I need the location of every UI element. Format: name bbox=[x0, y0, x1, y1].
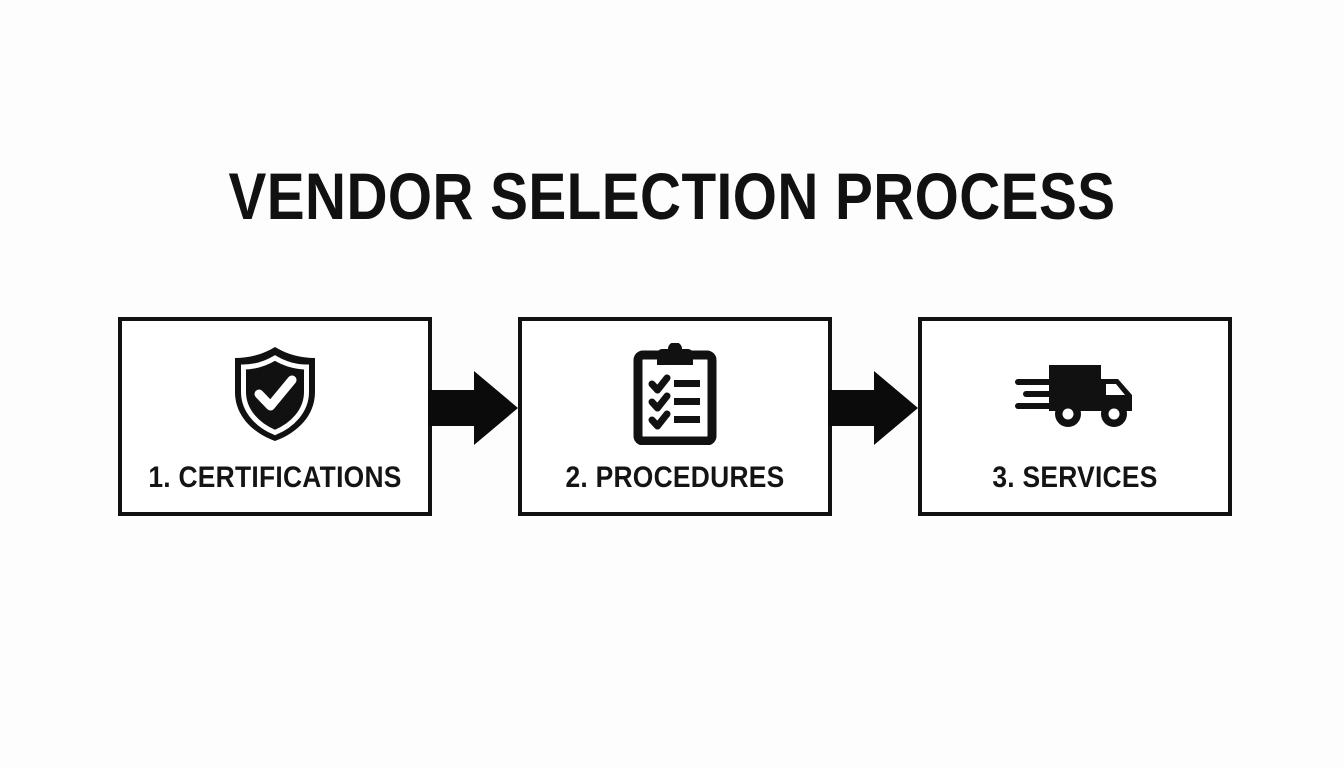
step-label-procedures: 2. PROCEDURES bbox=[565, 461, 785, 494]
step-icon-slot bbox=[122, 341, 428, 451]
step-box-procedures[interactable]: 2. PROCEDURES bbox=[518, 317, 832, 516]
clipboard-checklist-icon bbox=[632, 341, 718, 450]
step-label-services: 3. SERVICES bbox=[992, 461, 1158, 494]
step-icon-slot bbox=[522, 341, 828, 451]
step-icon-slot bbox=[922, 341, 1228, 451]
arrow-right-icon bbox=[828, 371, 918, 445]
step-box-services[interactable]: 3. SERVICES bbox=[918, 317, 1232, 516]
delivery-truck-icon bbox=[1013, 357, 1137, 436]
arrow-right-icon bbox=[428, 371, 518, 445]
page-title: VENDOR SELECTION PROCESS bbox=[228, 159, 1116, 233]
shield-check-icon bbox=[229, 344, 321, 449]
step-label-certifications: 1. CERTIFICATIONS bbox=[148, 461, 402, 494]
step-box-certifications[interactable]: 1. CERTIFICATIONS bbox=[118, 317, 432, 516]
